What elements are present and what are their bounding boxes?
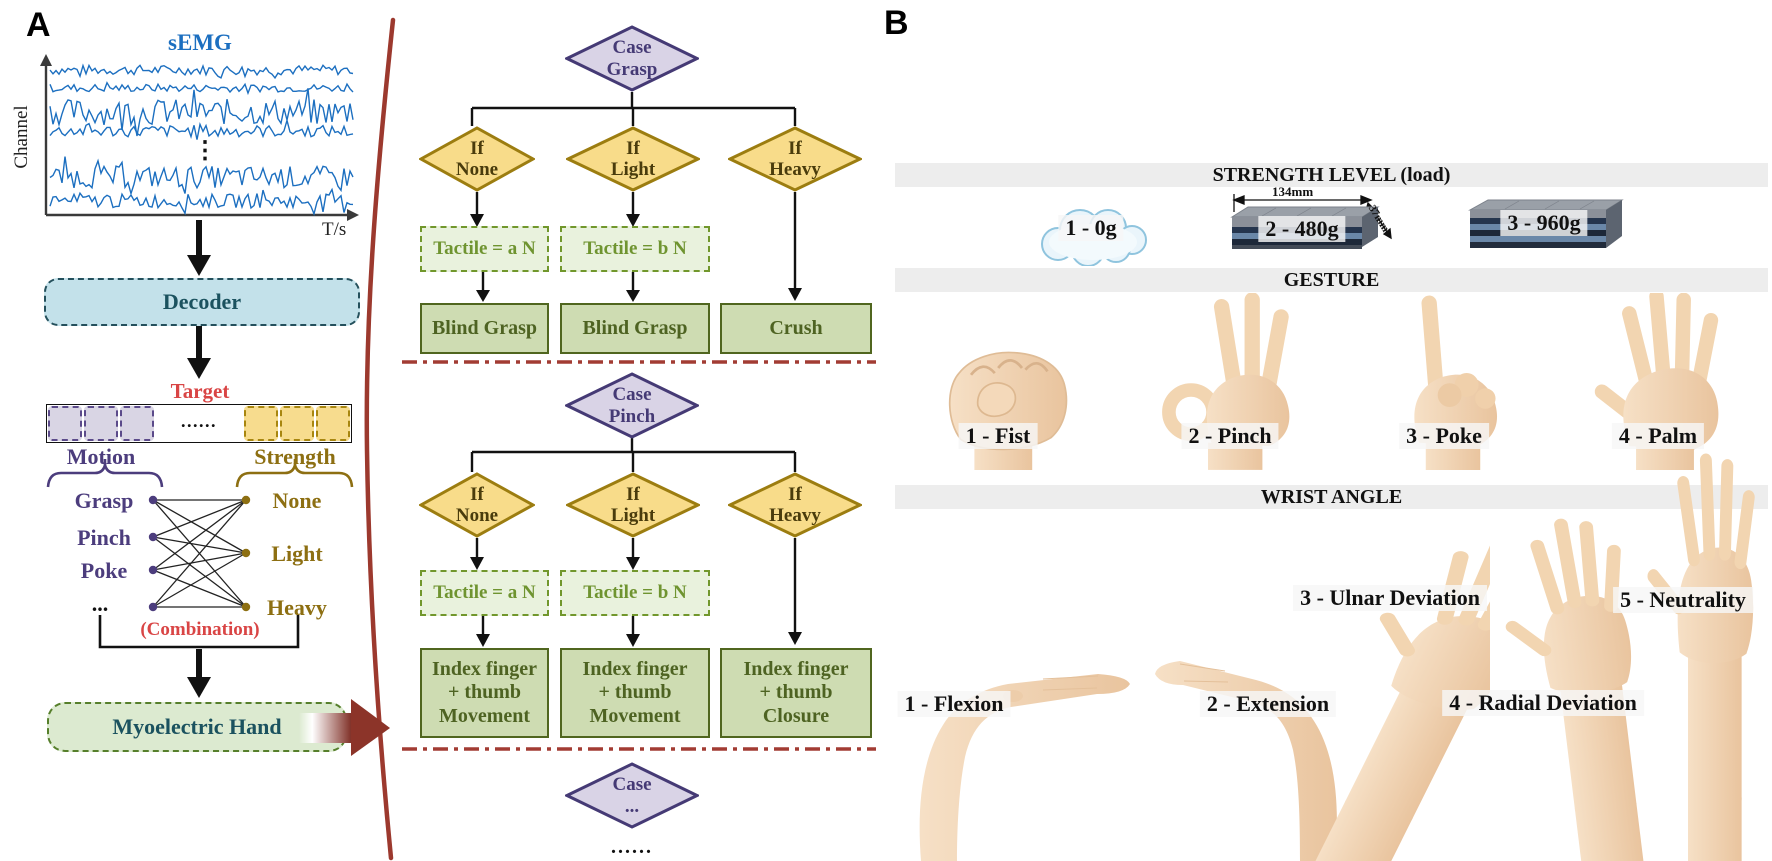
- decoder-box: Decoder: [44, 278, 360, 326]
- index-thumb-closure-box: Index finger + thumb Closure: [720, 648, 872, 738]
- channel-ellipsis: ⋮: [193, 138, 217, 164]
- motion-item-ellipsis: ...: [91, 591, 109, 616]
- poke-image: [1414, 295, 1498, 470]
- crush-box: Crush: [720, 303, 872, 354]
- strength-item: Heavy: [267, 595, 327, 620]
- crush-label: Crush: [769, 316, 823, 339]
- if-heavy-label: If Heavy: [769, 137, 821, 180]
- wrist-neutrality-label: 5 - Neutrality: [1613, 587, 1753, 613]
- decoder-label: Decoder: [162, 289, 242, 314]
- tactile-b-label: Tactile = b N: [583, 238, 687, 259]
- strength-cell: [244, 406, 278, 441]
- if-light-diamond: If Light: [566, 126, 700, 192]
- case-more-diamond: Case ...: [565, 762, 699, 829]
- if-none-diamond: If None: [419, 126, 535, 192]
- tactile-a-box: Tactile = a N: [420, 226, 549, 272]
- gesture-header: GESTURE: [1283, 268, 1380, 291]
- wrist-angle-banner: WRIST ANGLE: [895, 485, 1768, 509]
- if-none-label: If None: [455, 137, 499, 180]
- blind-grasp-box: Blind Grasp: [420, 303, 549, 354]
- index-thumb-movement-box: Index finger + thumb Movement: [560, 648, 710, 738]
- motion-item: Grasp: [74, 488, 134, 513]
- semg-title: sEMG: [168, 30, 232, 55]
- motion-item: Poke: [80, 558, 128, 583]
- motion-label: Motion: [66, 444, 136, 469]
- blind-grasp-box: Blind Grasp: [560, 303, 710, 354]
- index-thumb-movement-box: Index finger + thumb Movement: [420, 648, 549, 738]
- myoelectric-hand-label: Myoelectric Hand: [112, 714, 282, 739]
- neutrality-image: [1632, 438, 1772, 861]
- tactile-b-label: Tactile = b N: [583, 582, 687, 603]
- index-thumb-closure-label: Index finger + thumb Closure: [743, 657, 849, 727]
- y-axis-label: Channel: [11, 105, 32, 169]
- gesture-pinch-label: 2 - Pinch: [1181, 423, 1279, 449]
- weight-0g-label: 1 - 0g: [1058, 215, 1124, 241]
- case-grasp-diamond: Case Grasp: [565, 25, 699, 92]
- if-none-diamond: If None: [419, 472, 535, 538]
- motion-cell: [120, 406, 154, 441]
- case-grasp-label: Case Grasp: [606, 37, 658, 80]
- tactile-b-box: Tactile = b N: [560, 570, 710, 616]
- gesture-poke-label: 3 - Poke: [1399, 423, 1489, 449]
- myoelectric-hand-box: Myoelectric Hand: [47, 702, 347, 752]
- blind-grasp-label: Blind Grasp: [582, 316, 688, 339]
- weight-480g-label: 2 - 480g: [1258, 216, 1346, 242]
- index-thumb-movement-label: Index finger + thumb Movement: [582, 657, 688, 727]
- wrist-flexion-label: 1 - Flexion: [897, 691, 1011, 717]
- case-more-label: Case ...: [612, 774, 652, 817]
- if-heavy-label: If Heavy: [769, 483, 821, 526]
- strength-level-header: STRENGTH LEVEL (load): [1212, 163, 1451, 186]
- index-thumb-movement-label: Index finger + thumb Movement: [432, 657, 537, 727]
- wrist-ulnar-label: 3 - Ulnar Deviation: [1293, 585, 1487, 611]
- motion-cell: [48, 406, 82, 441]
- width-dimension-label: 134mm: [1272, 184, 1314, 199]
- gesture-banner: GESTURE: [895, 268, 1768, 292]
- motion-item: Pinch: [77, 525, 131, 550]
- radial-deviation-image: [1495, 505, 1660, 861]
- panel-a-label: A: [26, 6, 51, 44]
- target-vector-bar: ......: [46, 404, 352, 443]
- strength-cell: [316, 406, 350, 441]
- flexion-image: [919, 674, 1130, 861]
- strength-item: Light: [271, 541, 323, 566]
- tactile-a-box: Tactile = a N: [420, 570, 549, 616]
- gesture-palm-label: 4 - Palm: [1611, 423, 1705, 449]
- target-label: Target: [170, 379, 230, 403]
- strength-cell: [280, 406, 314, 441]
- if-light-label: If Light: [610, 483, 656, 526]
- if-light-label: If Light: [610, 137, 656, 180]
- gesture-fist-label: 1 - Fist: [958, 423, 1038, 449]
- x-axis-label: T/s: [322, 219, 347, 240]
- strength-label: Strength: [254, 444, 336, 469]
- if-heavy-diamond: If Heavy: [728, 126, 862, 192]
- if-light-diamond: If Light: [566, 472, 700, 538]
- strength-item: None: [272, 488, 322, 513]
- output-arrow-icon: [299, 699, 390, 756]
- combination-label: (Combination): [140, 619, 260, 640]
- if-heavy-diamond: If Heavy: [728, 472, 862, 538]
- tactile-a-label: Tactile = a N: [433, 238, 536, 259]
- motion-cell: [84, 406, 118, 441]
- blind-grasp-label: Blind Grasp: [431, 316, 538, 339]
- panel-b-label: B: [884, 4, 909, 42]
- bar-ellipsis: ......: [181, 411, 217, 431]
- wrist-angle-header: WRIST ANGLE: [1260, 485, 1403, 508]
- if-none-label: If None: [455, 483, 499, 526]
- strength-level-banner: STRENGTH LEVEL (load): [895, 163, 1768, 187]
- wrist-radial-label: 4 - Radial Deviation: [1442, 690, 1644, 716]
- case-pinch-label: Case Pinch: [608, 384, 656, 427]
- weight-960g-label: 3 - 960g: [1500, 210, 1588, 236]
- wrist-extension-label: 2 - Extension: [1199, 691, 1337, 717]
- more-cases-ellipsis: ......: [611, 836, 653, 858]
- case-pinch-diamond: Case Pinch: [565, 372, 699, 439]
- tactile-b-box: Tactile = b N: [560, 226, 710, 272]
- ulnar-deviation-image: [1300, 515, 1490, 861]
- tactile-a-label: Tactile = a N: [433, 582, 536, 603]
